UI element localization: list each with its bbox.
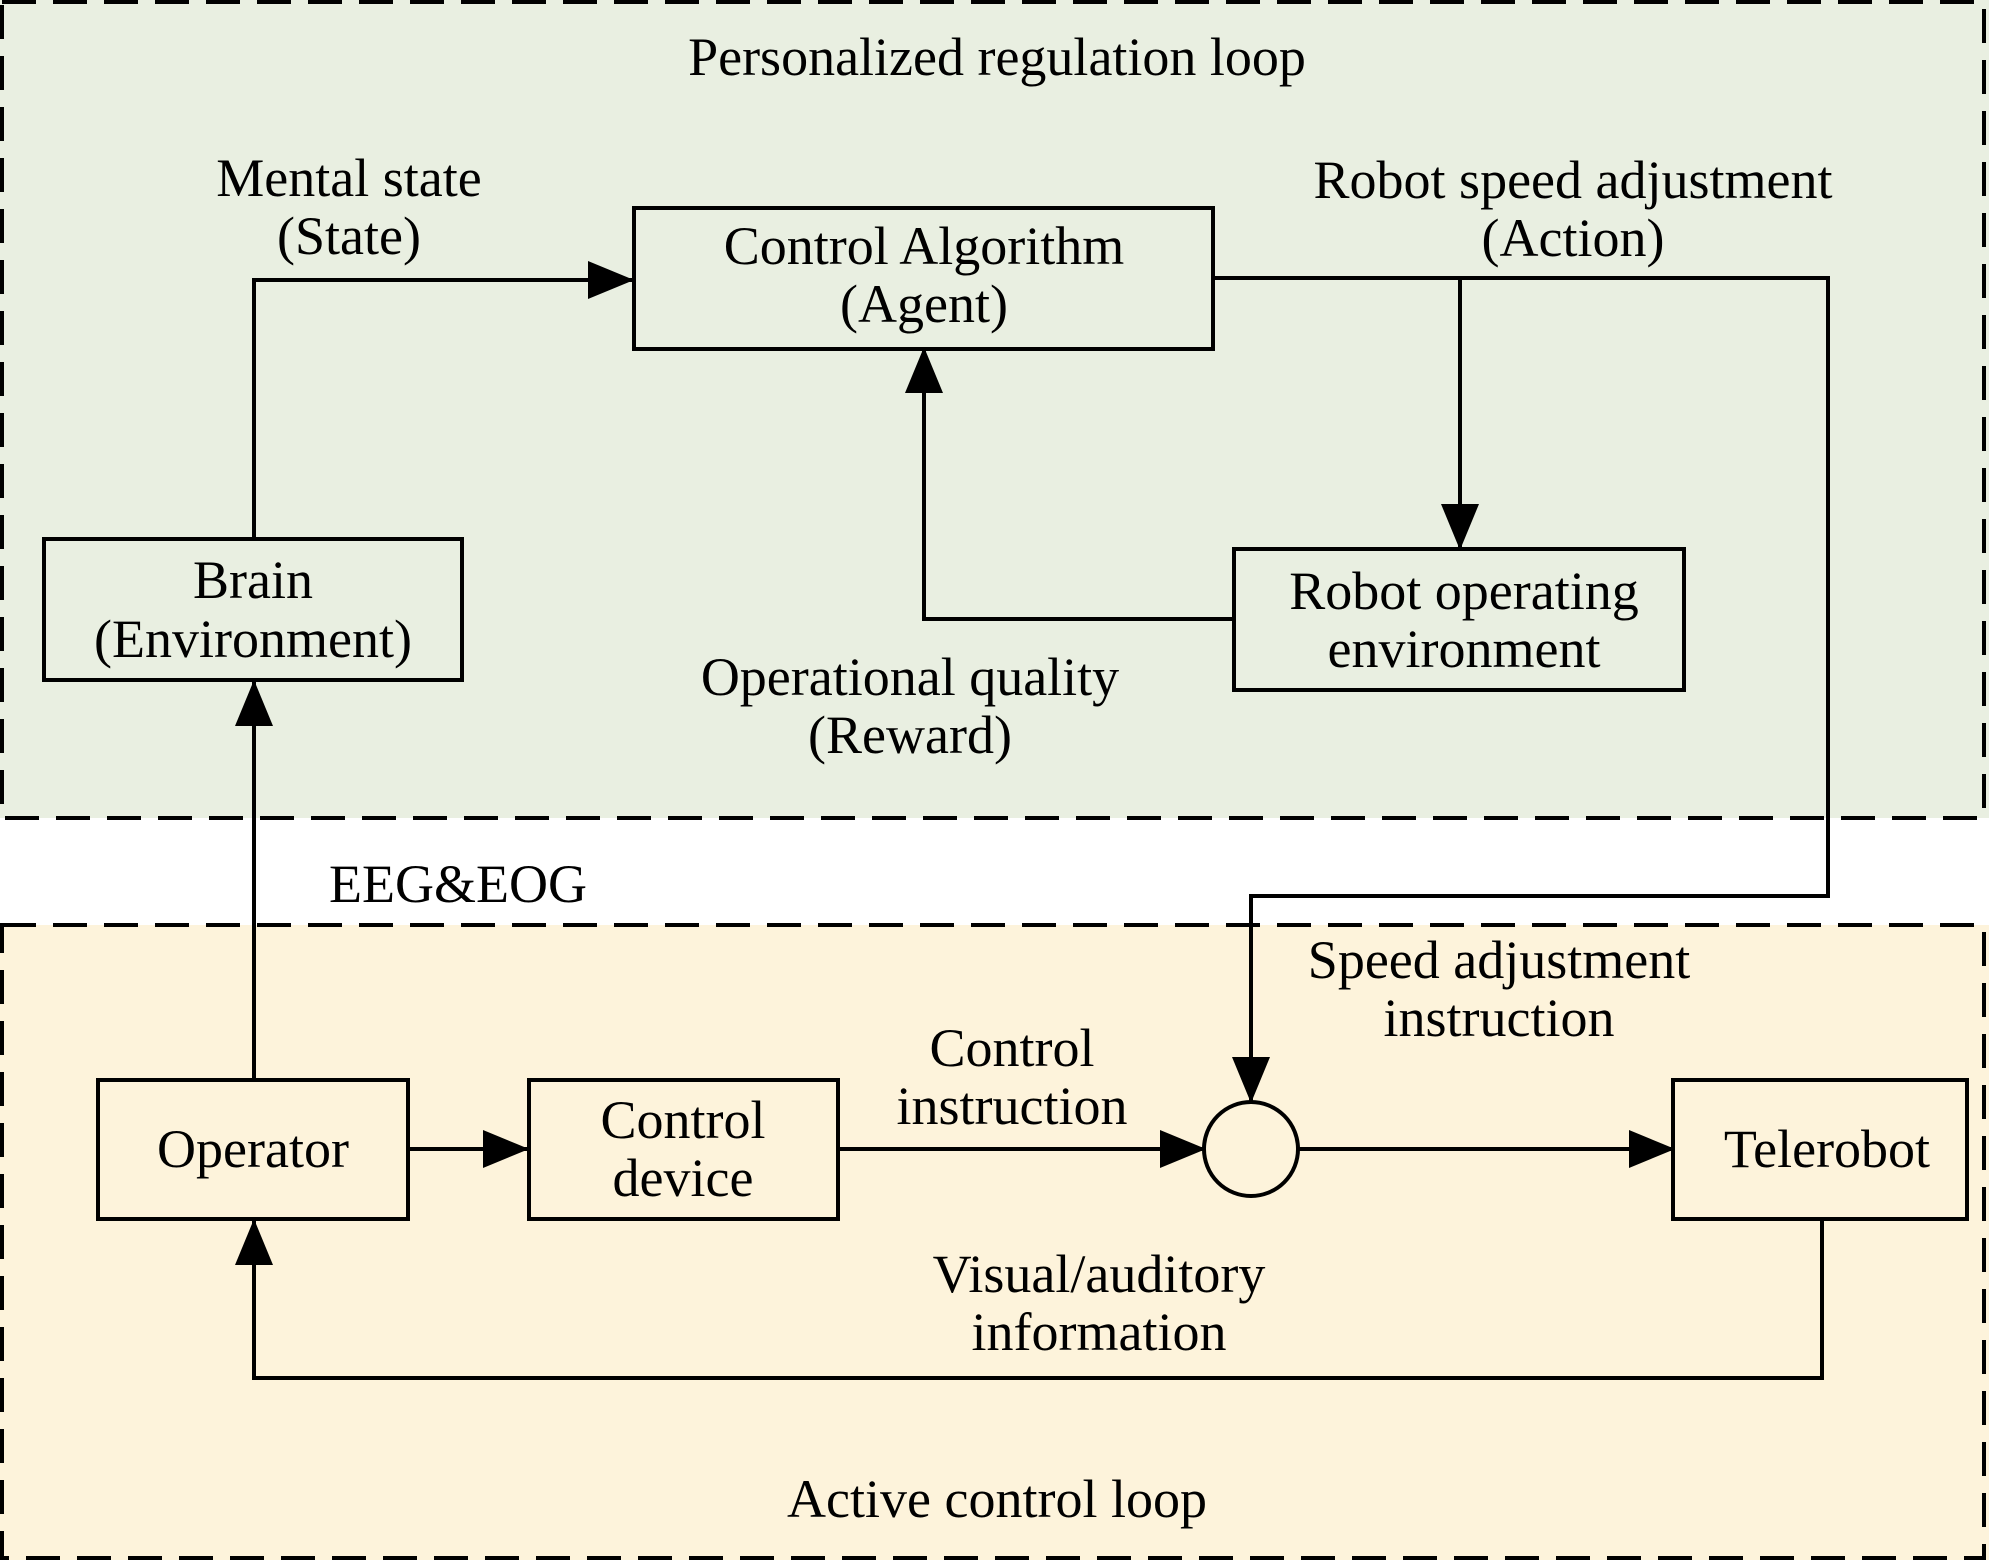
active-loop-title: Active control loop bbox=[787, 1469, 1207, 1529]
control-algorithm-line2: (Agent) bbox=[840, 274, 1008, 334]
mental-state-arrow bbox=[252, 261, 634, 537]
telerobot-block: Telerobot bbox=[1671, 1078, 1969, 1221]
visual-auditory-label-line1: Visual/auditory bbox=[933, 1244, 1266, 1304]
active-loop-border bbox=[0, 923, 1986, 1560]
brain-block: Brain (Environment) bbox=[42, 537, 464, 682]
robot-speed-label-line2: (Action) bbox=[1482, 208, 1665, 268]
speed-instruction-label-line1: Speed adjustment bbox=[1308, 930, 1690, 990]
operator-label: Operator bbox=[157, 1119, 349, 1179]
control-instruction-label-line1: Control bbox=[929, 1018, 1094, 1078]
operator-block: Operator bbox=[96, 1078, 410, 1221]
control-algorithm-block: Control Algorithm (Agent) bbox=[632, 206, 1215, 351]
visual-auditory-label-line2: information bbox=[972, 1302, 1227, 1362]
active-loop-region bbox=[0, 925, 1989, 1560]
control-device-block: Control device bbox=[527, 1078, 840, 1221]
speed-instruction-label-line2: instruction bbox=[1384, 988, 1615, 1048]
feedback-arrow bbox=[235, 1219, 1824, 1380]
eeg-eog-label: EEG&EOG bbox=[329, 854, 587, 914]
speed-adjustment-arrow bbox=[1232, 276, 1830, 1103]
personalized-loop-border bbox=[0, 0, 1986, 820]
personalized-loop-title: Personalized regulation loop bbox=[688, 27, 1306, 87]
mental-state-label-line2: (State) bbox=[277, 206, 421, 266]
reward-arrow bbox=[905, 347, 1232, 621]
robot-speed-label-line1: Robot speed adjustment bbox=[1314, 150, 1833, 210]
robot-environment-line1: Robot operating bbox=[1289, 561, 1638, 621]
telerobot-label: Telerobot bbox=[1724, 1119, 1930, 1179]
brain-line2: (Environment) bbox=[94, 609, 412, 669]
operational-quality-label-line2: (Reward) bbox=[808, 705, 1012, 765]
robot-environment-line2: environment bbox=[1328, 619, 1601, 679]
control-instruction-label-line2: instruction bbox=[897, 1076, 1128, 1136]
control-algorithm-line1: Control Algorithm bbox=[724, 216, 1125, 276]
control-device-line2: device bbox=[613, 1148, 754, 1208]
robot-environment-block: Robot operating environment bbox=[1232, 547, 1686, 692]
control-device-line1: Control bbox=[600, 1090, 765, 1150]
summing-junction bbox=[1202, 1100, 1300, 1198]
mental-state-label-line1: Mental state bbox=[216, 148, 481, 208]
operational-quality-label-line1: Operational quality bbox=[701, 647, 1119, 707]
brain-line1: Brain bbox=[193, 550, 313, 610]
